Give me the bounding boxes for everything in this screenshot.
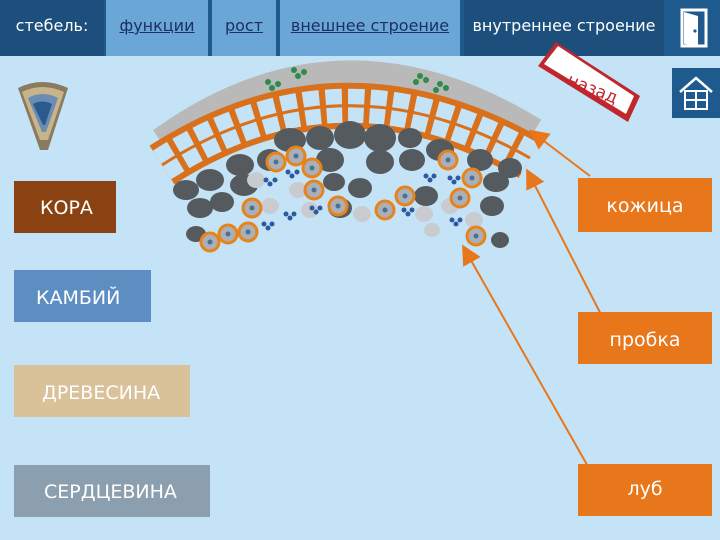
phloem-pointer-arrow [462,244,591,471]
section-title: стебель: [0,0,104,56]
cork-pointer-arrow [526,168,611,333]
back-button[interactable]: назад [538,42,640,122]
exit-button[interactable] [668,0,720,56]
tissue-cork-label[interactable]: пробка [578,312,712,364]
layer-cambium-button[interactable]: КАМБИЙ [14,270,151,322]
tab-growth[interactable]: рост [212,0,276,56]
tab-external-structure[interactable]: внешнее строение [280,0,460,56]
layer-bark-button[interactable]: КОРА [14,181,116,233]
layer-wood-button[interactable]: ДРЕВЕСИНА [14,365,190,417]
door-exit-icon [680,8,708,48]
layer-pith-button[interactable]: СЕРДЦЕВИНА [14,465,210,517]
tab-functions[interactable]: функции [106,0,208,56]
tissue-phloem-label[interactable]: луб [578,464,712,516]
tissue-epidermis-label[interactable]: кожица [578,178,712,232]
home-icon [679,76,713,110]
epidermis-pointer-arrow [528,129,591,177]
tab-internal-structure[interactable]: внутреннее строение [464,0,664,56]
home-button[interactable] [672,68,720,118]
top-navigation-bar: стебель: функции рост внешнее строение в… [0,0,720,56]
stem-thumbnail [18,82,68,150]
